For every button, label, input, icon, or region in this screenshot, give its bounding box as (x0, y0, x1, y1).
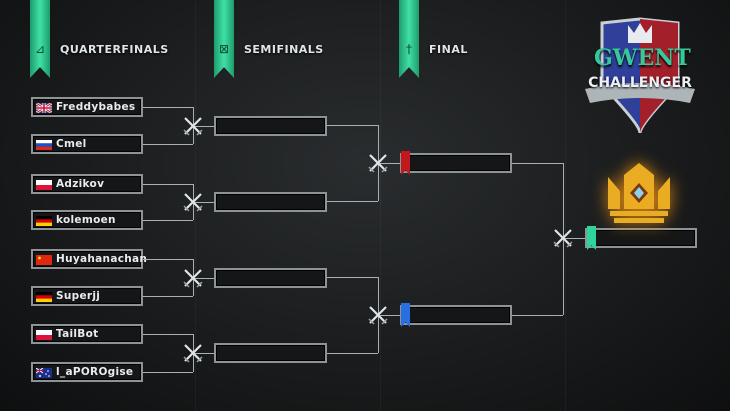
flag-uk-icon (36, 98, 52, 117)
logo-challenger-text: CHALLENGER (588, 75, 692, 91)
crossed-swords-icon (183, 344, 203, 363)
connector-line (327, 201, 378, 202)
round-label: SEMIFINALS (244, 43, 324, 56)
connector-line (143, 372, 193, 373)
player-slot[interactable]: l_aPOROgise (31, 362, 143, 382)
player-slot[interactable]: Cmel (31, 134, 143, 154)
player-slot[interactable]: Superjj (31, 286, 143, 306)
crossed-swords-icon (183, 268, 203, 288)
catapult-icon: ⊠ (218, 42, 230, 56)
logo-gwent-text: GWENT (594, 45, 691, 71)
player-name: l_aPOROgise (56, 366, 134, 378)
team-marker (401, 303, 410, 327)
flag-germany-icon (36, 211, 52, 230)
gwent-challenger-logo: GWENT CHALLENGER (580, 15, 700, 135)
player-slot[interactable]: Adzikov (31, 174, 143, 194)
semifinal-slot[interactable] (214, 267, 327, 288)
connector-line (143, 184, 193, 185)
semifinal-slot[interactable] (214, 192, 327, 212)
player-name: Cmel (56, 138, 87, 150)
connector-line (563, 238, 585, 239)
player-slot[interactable]: kolemoen (31, 210, 143, 230)
round-label: QUARTERFINALS (60, 43, 169, 56)
crossed-swords-icon (368, 306, 388, 325)
player-name: Adzikov (56, 178, 105, 190)
crossed-swords-icon (183, 193, 203, 212)
flag-poland-icon (36, 325, 52, 344)
connector-line (143, 220, 193, 221)
flag-china-icon (36, 250, 52, 269)
connector-line (143, 259, 193, 260)
winner-slot[interactable] (585, 228, 697, 248)
flag-poland-icon (36, 175, 52, 194)
player-slot[interactable]: Freddybabes (31, 97, 143, 117)
connector-line (378, 315, 400, 316)
sword-icon: † (406, 42, 412, 56)
team-marker (401, 151, 410, 175)
connector-line (143, 334, 193, 335)
connector-line (512, 163, 563, 164)
connector-line (143, 296, 193, 297)
connector-line (193, 125, 214, 127)
connector-line (327, 125, 378, 126)
ballista-icon: ⊿ (34, 42, 46, 56)
round-ribbon: † (399, 0, 419, 78)
connector-line (193, 202, 214, 203)
semifinal-slot[interactable] (214, 115, 327, 136)
player-name: Huyahanachan (56, 253, 148, 265)
player-name: Superjj (56, 290, 101, 302)
winner-marker (587, 226, 596, 250)
connector-line (193, 277, 214, 279)
semifinal-slot[interactable] (214, 343, 327, 363)
connector-line (378, 163, 400, 164)
connector-line (143, 107, 193, 108)
trophy-crown-icon (604, 163, 674, 225)
flag-australia-icon (36, 363, 52, 382)
player-name: kolemoen (56, 214, 116, 226)
round-ribbon: ⊿ (30, 0, 50, 78)
connector-line (327, 277, 378, 278)
crossed-swords-icon (368, 154, 388, 173)
connector-line (193, 353, 214, 354)
crossed-swords-icon (553, 229, 573, 248)
round-ribbon: ⊠ (214, 0, 234, 78)
flag-russia-icon (36, 135, 52, 154)
connector-line (512, 315, 563, 316)
flag-germany-icon (36, 287, 52, 306)
connector-line (143, 144, 193, 145)
final-slot[interactable] (400, 153, 512, 173)
connector-line (327, 353, 378, 354)
player-name: Freddybabes (56, 101, 136, 113)
crossed-swords-icon (183, 116, 203, 136)
player-slot[interactable]: TailBot (31, 324, 143, 344)
final-slot[interactable] (400, 305, 512, 325)
player-name: TailBot (56, 328, 99, 340)
round-label: FINAL (429, 43, 468, 56)
player-slot[interactable]: Huyahanachan (31, 249, 147, 269)
